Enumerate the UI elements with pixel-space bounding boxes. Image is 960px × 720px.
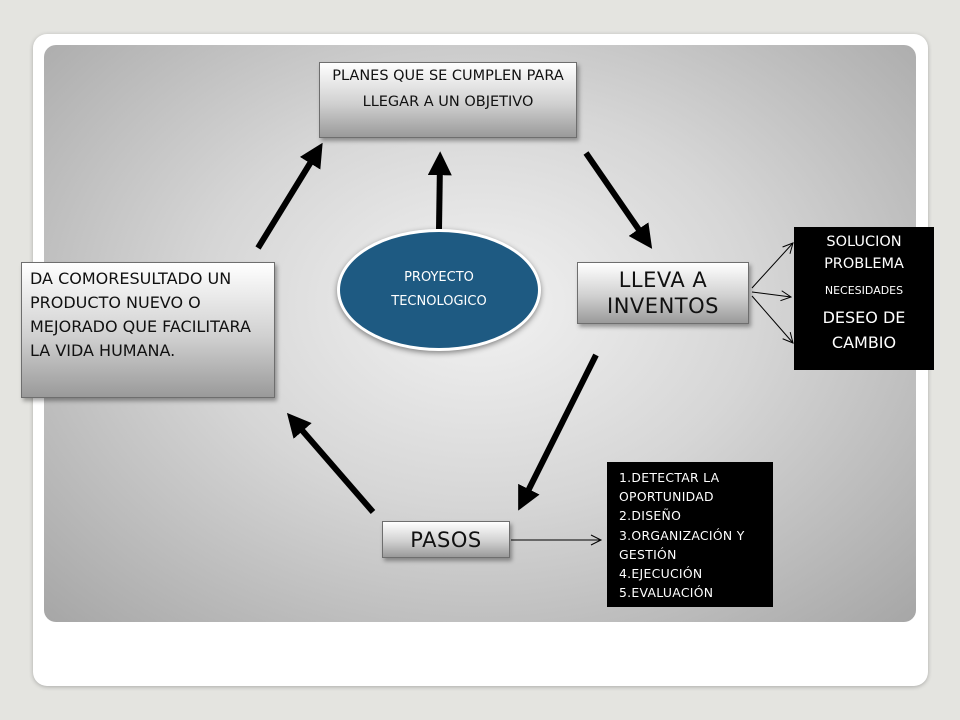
arrow-inventos-to-solucion: [751, 242, 794, 289]
causa-necesidades: NECESIDADES: [824, 284, 904, 297]
arrow-inventos-to-necesidades: [751, 290, 793, 302]
paso-item: 2.DISEÑO: [619, 508, 682, 524]
paso-item: 3.ORGANIZACIÓN Y GESTIÓN: [619, 527, 745, 562]
node-objetivo: PLANES QUE SE CUMPLEN PARA LLEGAR A UN O…: [319, 62, 577, 138]
arrow-resultado-to-objetivo: [255, 142, 323, 250]
paso-item: 1.DETECTAR LA OPORTUNIDAD: [619, 470, 720, 505]
arrow-inventos-to-deseo: [751, 295, 794, 344]
node-proyecto-tecnologico: PROYECTO TECNOLOGICO: [337, 229, 541, 351]
arrow-centro-to-objetivo: [427, 151, 452, 230]
paso-item: 5.EVALUACIÓN: [619, 585, 714, 601]
node-proyecto-label: PROYECTO TECNOLOGICO: [391, 270, 487, 309]
causa-deseo-de-cambio: DESEO DE CAMBIO: [822, 308, 906, 352]
arrow-inventos-to-pasos: [518, 353, 599, 511]
node-resultado: DA COMORESULTADO UN PRODUCTO NUEVO O MEJ…: [21, 262, 275, 398]
causa-solucion-problema: SOLUCION PROBLEMA: [824, 234, 904, 272]
paso-item: 4.EJECUCIÓN: [619, 566, 703, 582]
node-causas: SOLUCION PROBLEMA NECESIDADES DESEO DE C…: [794, 227, 934, 370]
arrow-objetivo-to-inventos: [583, 151, 653, 249]
node-inventos: LLEVA A INVENTOS: [577, 262, 749, 324]
arrow-pasos-to-resultado: [286, 412, 376, 514]
node-pasos-lista: 1.DETECTAR LA OPORTUNIDAD 2.DISEÑO 3.ORG…: [607, 462, 773, 607]
node-pasos: PASOS: [382, 521, 510, 558]
